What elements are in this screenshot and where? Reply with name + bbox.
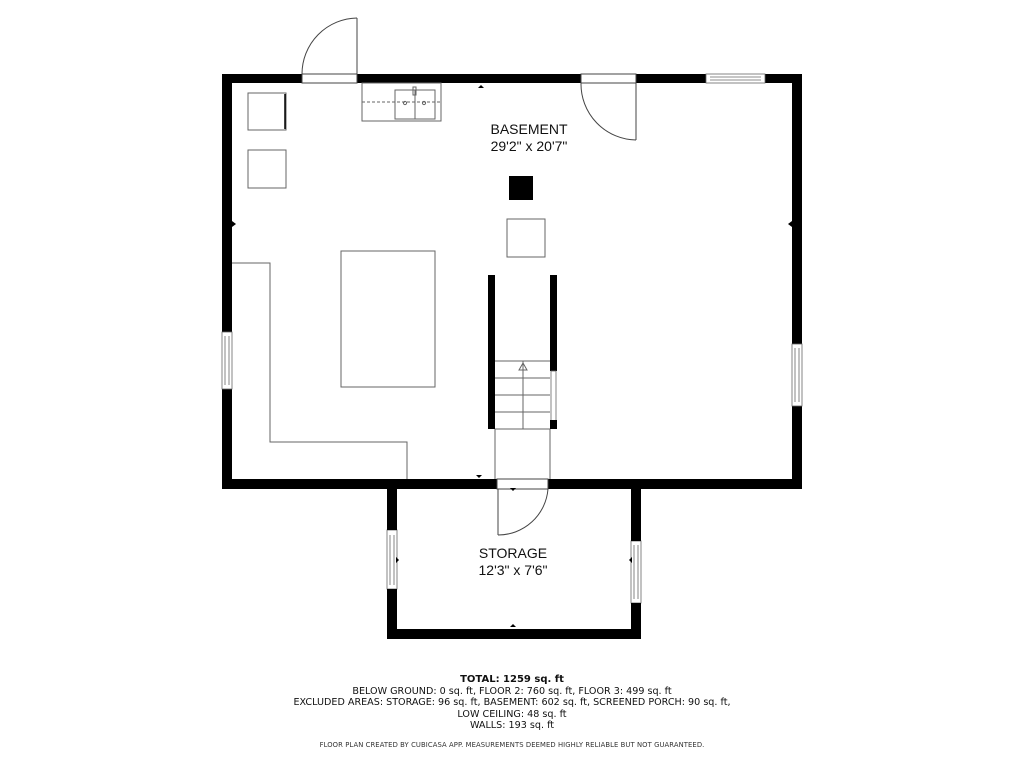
floor-areas: BELOW GROUND: 0 sq. ft, FLOOR 2: 760 sq.… — [352, 685, 672, 697]
window-right — [791, 343, 803, 407]
window-left — [221, 331, 233, 390]
basement-walls — [222, 74, 802, 489]
disclaimer: FLOOR PLAN CREATED BY CUBICASA APP. MEAS… — [319, 741, 705, 749]
sink-counter — [361, 82, 442, 122]
window-storage-right — [630, 540, 642, 604]
storage-door — [496, 478, 549, 536]
utility-box — [506, 218, 546, 258]
support-column — [509, 176, 533, 200]
excluded-areas: EXCLUDED AREAS: STORAGE: 96 sq. ft, BASE… — [293, 697, 731, 709]
appliances — [247, 92, 287, 189]
interior-door-top — [580, 73, 637, 141]
stairs — [488, 275, 557, 479]
storage-walls — [387, 479, 641, 639]
furniture-block — [340, 250, 436, 388]
washer — [247, 92, 287, 131]
windows — [221, 73, 803, 604]
wall-markers — [232, 85, 792, 627]
area-summary: TOTAL: 1259 sq. ft BELOW GROUND: 0 sq. f… — [0, 674, 1024, 732]
entry-door — [301, 17, 358, 84]
room-name-basement: BASEMENT — [490, 121, 567, 137]
total-area: TOTAL: 1259 sq. ft — [460, 674, 564, 685]
room-dimensions-basement: 29'2" x 20'7" — [491, 138, 568, 154]
dryer — [247, 149, 287, 189]
room-name-storage: STORAGE — [479, 545, 547, 561]
low-ceiling-area: LOW CEILING: 48 sq. ft — [457, 708, 567, 720]
window-top-right — [705, 73, 766, 84]
room-dimensions-storage: 12'3" x 7'6" — [479, 562, 548, 578]
low-ceiling-outline — [232, 262, 408, 479]
walls-area: WALLS: 193 sq. ft — [469, 720, 555, 732]
window-storage-left — [386, 529, 398, 590]
